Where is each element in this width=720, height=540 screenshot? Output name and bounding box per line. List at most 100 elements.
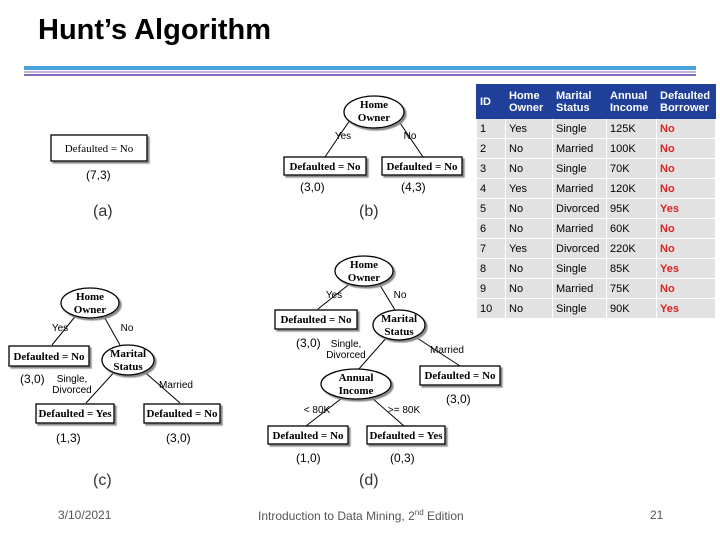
tree-d-edge-married: Married — [430, 345, 464, 356]
cell-marital-status: Single — [552, 298, 607, 319]
cell-id: 5 — [476, 198, 506, 219]
tree-d: Home Owner Yes No Defaulted = No Marital… — [267, 255, 501, 445]
tree-c-edge-yes: Yes — [52, 323, 68, 334]
cell-id: 7 — [476, 238, 506, 259]
header-id: ID — [476, 84, 506, 119]
tree-c-root-node — [60, 287, 120, 319]
tree-d-count-owner: (3,0) — [296, 336, 321, 350]
tree-d-root-label-1: Home — [350, 259, 378, 271]
footer-course: Introduction to Data Mining, 2nd Edition — [258, 508, 464, 523]
tree-c-leaf-single — [35, 403, 115, 424]
footer-course-sup: nd — [414, 508, 424, 517]
tree-c-leaf-married-label: Defaulted = No — [146, 408, 218, 420]
tree-d-edge-no: No — [394, 290, 407, 301]
footer-course-edition: Edition — [423, 509, 464, 523]
tree-c: Home Owner Yes No Defaulted = No Marital… — [8, 287, 221, 424]
panel-label-b: (b) — [359, 203, 379, 220]
cell-home-owner: No — [505, 258, 553, 279]
cell-id: 10 — [476, 298, 506, 319]
cell-id: 9 — [476, 278, 506, 299]
panel-label-a: (a) — [93, 203, 113, 220]
tree-d-edge-single-2: Divorced — [326, 350, 365, 361]
tree-d-marital-label-2: Status — [384, 326, 414, 338]
title-divider — [24, 66, 696, 70]
tree-d-count-low: (1,0) — [296, 451, 321, 465]
cell-id: 2 — [476, 138, 506, 159]
cell-id: 3 — [476, 158, 506, 179]
footer-course-text: Introduction to Data Mining, 2 — [258, 509, 415, 523]
tree-d-edge-high-line — [371, 397, 405, 427]
cell-marital-status: Single — [552, 258, 607, 279]
tree-c-marital-label-1: Marital — [110, 348, 146, 360]
header-annual-income: Annual Income — [606, 84, 657, 119]
title-divider-thin — [24, 71, 696, 73]
tree-a-count: (7,3) — [86, 168, 111, 182]
training-data-table: ID Home Owner Marital Status Annual Inco… — [476, 84, 716, 319]
cell-home-owner: Yes — [505, 238, 553, 259]
tree-c-edge-married-line — [139, 367, 181, 404]
tree-d-edge-yes-line — [317, 281, 353, 310]
tree-b-leaf-right-label: Defaulted = No — [386, 161, 458, 173]
cell-home-owner: No — [505, 198, 553, 219]
cell-id: 8 — [476, 258, 506, 279]
cell-home-owner: No — [505, 298, 553, 319]
tree-d-edge-married-line — [413, 335, 461, 367]
tree-d-leaf-married-label: Defaulted = No — [424, 370, 496, 382]
cell-defaulted: Yes — [656, 298, 716, 319]
tree-d-edge-low: < 80K — [304, 405, 331, 416]
tree-d-count-high: (0,3) — [390, 451, 415, 465]
cell-defaulted: Yes — [656, 258, 716, 279]
tree-a-leaf-label: Defaulted = No — [65, 143, 134, 155]
tree-d-leaf-low — [267, 425, 349, 445]
tree-c-root-label-2: Owner — [74, 304, 107, 316]
tree-d-leaf-high-label: Defaulted = Yes — [369, 430, 443, 442]
table-header-row: ID Home Owner Marital Status Annual Inco… — [476, 84, 716, 119]
cell-marital-status: Married — [552, 218, 607, 239]
tree-b-leaf-left — [283, 156, 367, 176]
cell-marital-status: Married — [552, 278, 607, 299]
cell-marital-status: Divorced — [552, 198, 607, 219]
cell-id: 6 — [476, 218, 506, 239]
tree-a: Defaulted = No — [50, 134, 148, 162]
cell-annual-income: 100K — [606, 138, 657, 159]
tree-b-edge-no: No — [404, 131, 417, 142]
tree-d-edge-no-line — [377, 281, 396, 311]
cell-marital-status: Single — [552, 158, 607, 179]
footer-date: 3/10/2021 — [58, 508, 112, 522]
tree-b-edge-no-line — [397, 119, 424, 158]
tree-b-leaf-left-label: Defaulted = No — [289, 161, 361, 173]
tree-d-count-married: (3,0) — [446, 392, 471, 406]
cell-defaulted: No — [656, 118, 716, 139]
tree-c-leaf-owner-label: Defaulted = No — [13, 351, 85, 363]
slide-title: Hunt’s Algorithm — [38, 14, 272, 46]
tree-b-root-label-2: Owner — [358, 112, 391, 124]
tree-c-count-owner: (3,0) — [20, 372, 45, 386]
panel-label-d: (d) — [359, 472, 379, 489]
tree-d-income-label-2: Income — [339, 385, 374, 397]
tree-c-edge-no-line — [101, 312, 121, 346]
tree-b-edge-yes-line — [324, 119, 351, 158]
cell-annual-income: 85K — [606, 258, 657, 279]
tree-c-edge-yes-line — [51, 312, 79, 346]
tree-c-count-married: (3,0) — [166, 431, 191, 445]
tree-d-leaf-high — [366, 425, 446, 445]
tree-c-leaf-single-label: Defaulted = Yes — [38, 408, 112, 420]
cell-marital-status: Single — [552, 118, 607, 139]
tree-b-root-node — [343, 95, 405, 129]
tree-c-root-label-1: Home — [76, 291, 104, 303]
tree-a-leaf — [50, 134, 148, 162]
cell-home-owner: No — [505, 158, 553, 179]
tree-b: Home Owner Yes No Defaulted = No Default… — [283, 95, 463, 176]
cell-annual-income: 125K — [606, 118, 657, 139]
tree-b-count-right: (4,3) — [401, 180, 426, 194]
tree-d-edge-single-line — [357, 335, 389, 371]
tree-d-leaf-married — [419, 365, 501, 386]
tree-c-count-single: (1,3) — [56, 431, 81, 445]
